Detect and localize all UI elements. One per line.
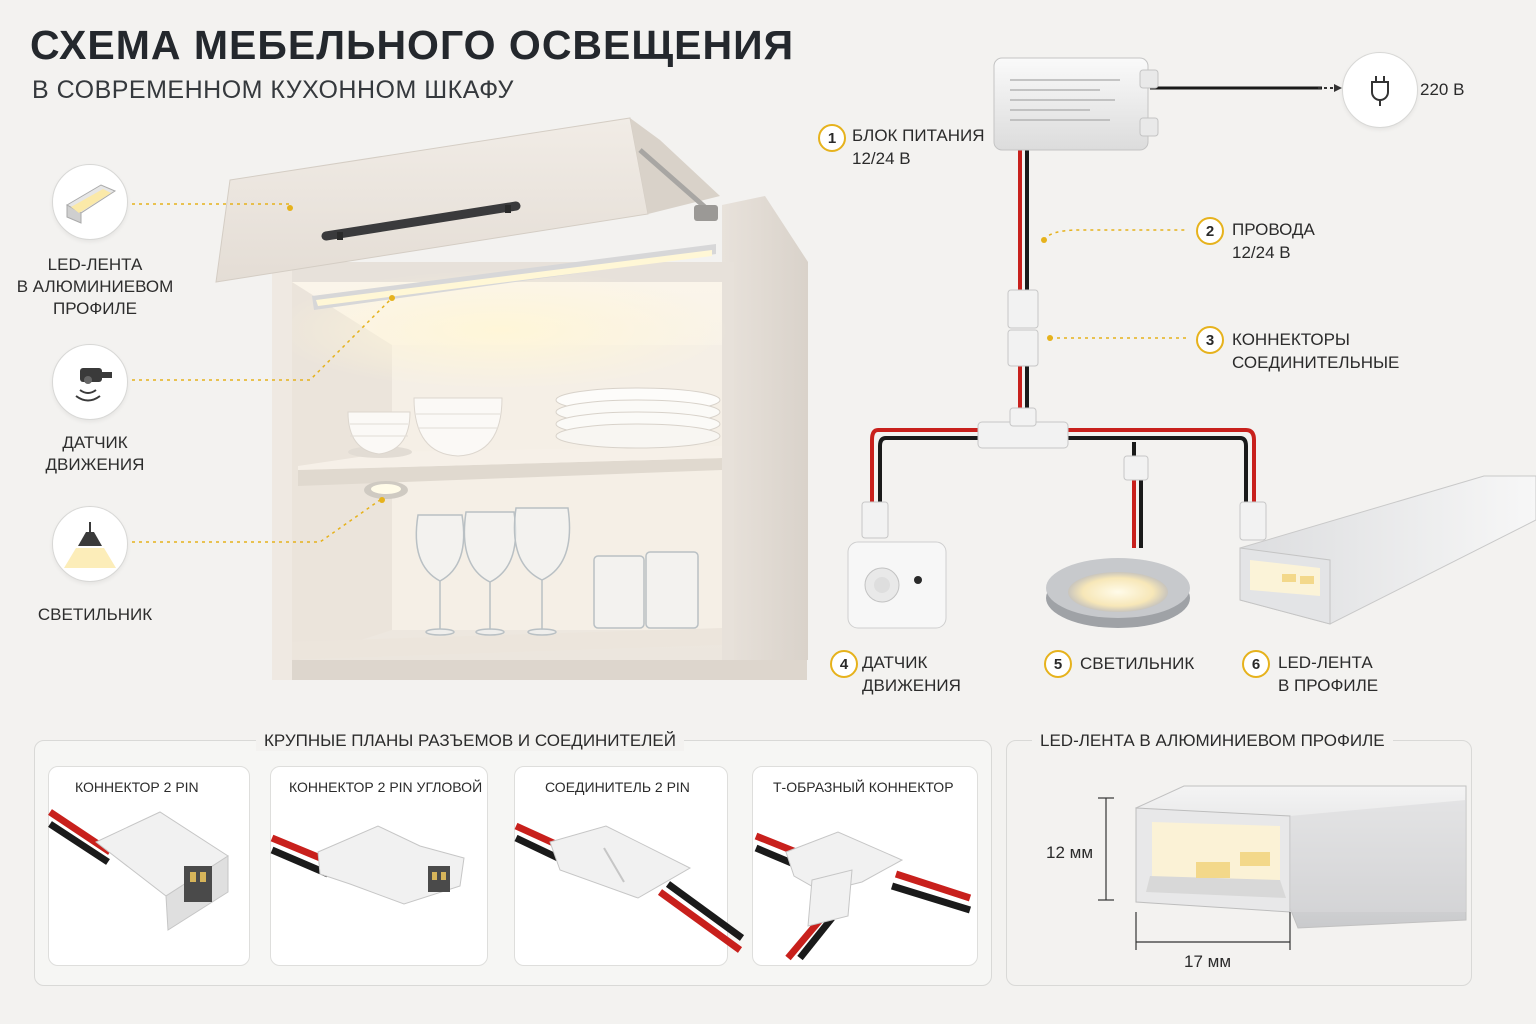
plates-stack [555,387,721,449]
callout-num-5: 5 [1044,650,1072,678]
legend-label-led: LED-ЛЕНТА В АЛЮМИНИЕВОМ ПРОФИЛЕ [16,255,174,318]
connector-card-2pin-angled: КОННЕКТОР 2 PIN УГЛОВОЙ [270,766,488,966]
callout-text-sensor: ДАТЧИК ДВИЖЕНИЯ [862,653,961,695]
profile-panel [1006,740,1472,986]
card-title: КОННЕКТОР 2 PIN [75,779,199,795]
right-leaders [1043,229,1188,339]
led-profile-icon-circle [52,164,128,240]
connectors-panel-title: КРУПНЫЕ ПЛАНЫ РАЗЪЕМОВ И СОЕДИНИТЕЛЕЙ [256,731,684,751]
legend-label-lamp: СВЕТИЛЬНИК [37,605,153,624]
t-connector [977,407,1069,449]
callout-num-6: 6 [1242,650,1270,678]
power-supply [993,57,1159,151]
bowls-stack [347,397,503,458]
card-title: Т-ОБРАЗНЫЙ КОННЕКТОР [773,779,954,795]
profile-cross-section [1134,785,1467,929]
callout-text-wires: ПРОВОДА 12/24 В [1232,220,1315,262]
inline-connector [1007,289,1039,367]
callout-text-connectors: КОННЕКТОРЫ СОЕДИНИТЕЛЬНЫЕ [1232,330,1400,372]
plug-icon [1371,76,1389,106]
wine-glasses [415,507,699,636]
dimension-width-label: 17 мм [1184,952,1232,971]
callout-text-lamp: СВЕТИЛЬНИК [1080,654,1195,673]
callout-num-1: 1 [818,124,846,152]
callout-num-3: 3 [1196,326,1224,354]
lamp-icon [64,522,116,568]
kitchen-cabinet [215,117,808,680]
door-handle [321,201,521,241]
mains-icon-circle [1342,52,1418,128]
profile-panel-title: LED-ЛЕНТА В АЛЮМИНИЕВОМ ПРОФИЛЕ [1032,731,1393,751]
page-subtitle: В СОВРЕМЕННОМ КУХОННОМ ШКАФУ [32,76,514,104]
page-title: СХЕМА МЕБЕЛЬНОГО ОСВЕЩЕНИЯ [30,22,795,68]
callout-text-led: LED-ЛЕНТА В ПРОФИЛЕ [1278,653,1379,695]
branch-connector [1123,455,1149,481]
callout-text-psu: БЛОК ПИТАНИЯ 12/24 В [852,126,985,168]
callout-num-4: 4 [830,650,858,678]
card-title: СОЕДИНИТЕЛЬ 2 PIN [545,779,690,795]
dimension-lines [1098,797,1291,950]
wiring [870,86,1322,548]
left-leaders [132,203,391,543]
connector-card-t: Т-ОБРАЗНЫЙ КОННЕКТОР [752,766,978,966]
mains-label: 220 В [1420,80,1465,99]
lamp-icon-circle [52,506,128,582]
motion-sensor-icon-circle [52,344,128,420]
dimension-height-label: 12 мм [1046,843,1094,862]
legend-label-sensor: ДАТЧИК ДВИЖЕНИЯ [45,433,145,474]
led-profile-icon [66,184,117,224]
callout-num-2: 2 [1196,217,1224,245]
connector-card-joiner: СОЕДИНИТЕЛЬ 2 PIN [514,766,728,966]
card-title: КОННЕКТОР 2 PIN УГЛОВОЙ [289,779,483,795]
motion-sensor-icon [75,368,112,402]
motion-sensor-device [847,541,947,629]
connector-card-2pin: КОННЕКТОР 2 PIN [48,766,250,966]
puck-lamp-device [1046,558,1190,628]
led-profile-device [1239,475,1536,625]
